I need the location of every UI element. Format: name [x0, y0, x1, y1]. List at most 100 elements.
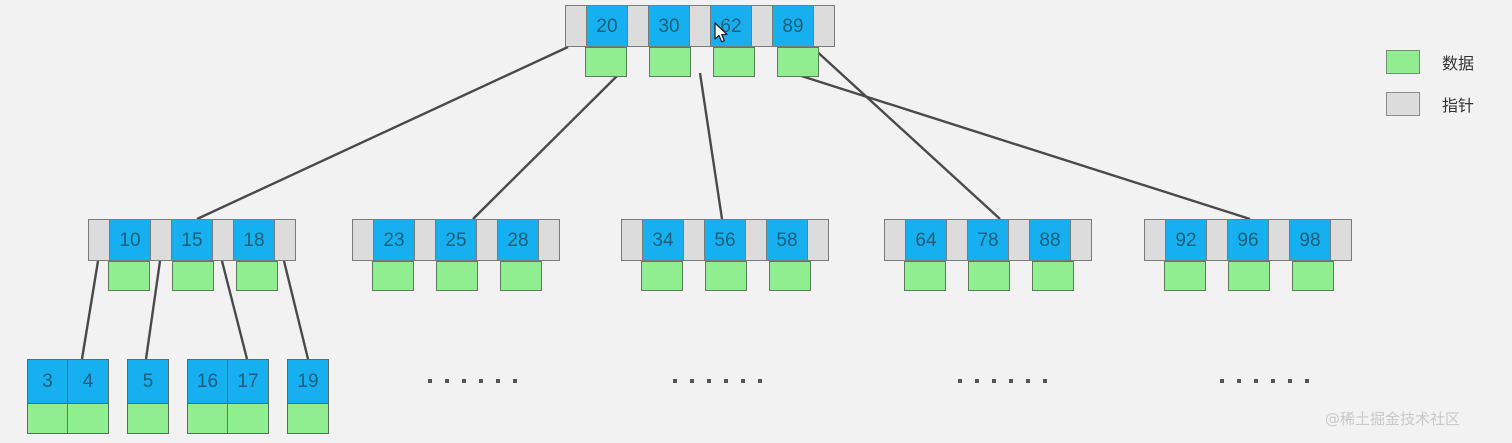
leaf-data-cell[interactable] — [28, 403, 68, 433]
leaf-key-cell[interactable]: 5 — [128, 360, 168, 403]
key-cell[interactable]: 62 — [710, 6, 752, 46]
leaf-data-cell[interactable] — [288, 403, 328, 433]
internal-node-4[interactable]: 64 78 88 — [884, 219, 1092, 291]
pointer-cell[interactable] — [885, 220, 905, 260]
legend: 数据指针 — [1386, 50, 1474, 134]
data-box[interactable] — [1032, 261, 1074, 291]
data-box[interactable] — [436, 261, 478, 291]
key-cell[interactable]: 89 — [772, 6, 814, 46]
leaf-key-cell[interactable]: 16 — [188, 360, 228, 403]
pointer-cell[interactable] — [628, 6, 648, 46]
leaf-node-4[interactable]: 19 — [287, 359, 329, 434]
data-box[interactable] — [649, 47, 691, 77]
ellipsis-dot — [1305, 379, 1309, 383]
internal-node-2[interactable]: 23 25 28 — [352, 219, 560, 291]
pointer-cell[interactable] — [1145, 220, 1165, 260]
data-box[interactable] — [777, 47, 819, 77]
internal-node-5[interactable]: 92 96 98 — [1144, 219, 1352, 291]
tree-edge — [791, 71, 1251, 221]
key-cell[interactable]: 78 — [967, 220, 1009, 260]
data-box[interactable] — [904, 261, 946, 291]
key-cell[interactable]: 96 — [1227, 220, 1269, 260]
key-cell[interactable]: 58 — [766, 220, 808, 260]
legend-item-gray: 指针 — [1386, 92, 1474, 116]
pointer-cell[interactable] — [622, 220, 642, 260]
data-box[interactable] — [1292, 261, 1334, 291]
pointer-cell[interactable] — [151, 220, 171, 260]
key-cell[interactable]: 64 — [905, 220, 947, 260]
ellipsis-dot — [479, 379, 483, 383]
data-box[interactable] — [641, 261, 683, 291]
pointer-cell[interactable] — [808, 220, 828, 260]
watermark: @稀土掘金技术社区 — [1325, 410, 1461, 428]
data-box[interactable] — [236, 261, 278, 291]
pointer-cell[interactable] — [690, 6, 710, 46]
pointer-cell[interactable] — [752, 6, 772, 46]
pointer-cell[interactable] — [814, 6, 834, 46]
data-box[interactable] — [705, 261, 747, 291]
pointer-cell[interactable] — [684, 220, 704, 260]
key-cell[interactable]: 20 — [586, 6, 628, 46]
key-cell[interactable]: 18 — [233, 220, 275, 260]
key-cell[interactable]: 23 — [373, 220, 415, 260]
pointer-cell[interactable] — [746, 220, 766, 260]
data-box[interactable] — [172, 261, 214, 291]
pointer-cell[interactable] — [1269, 220, 1289, 260]
leaf-key-cell[interactable]: 17 — [228, 360, 268, 403]
key-cell[interactable]: 28 — [497, 220, 539, 260]
pointer-cell[interactable] — [1009, 220, 1029, 260]
key-cell[interactable]: 25 — [435, 220, 477, 260]
pointer-cell[interactable] — [1071, 220, 1091, 260]
leaf-data-cell[interactable] — [128, 403, 168, 433]
data-box[interactable] — [372, 261, 414, 291]
key-cell[interactable]: 98 — [1289, 220, 1331, 260]
pointer-cell[interactable] — [566, 6, 586, 46]
internal-data-row — [352, 261, 560, 291]
key-cell[interactable]: 34 — [642, 220, 684, 260]
pointer-cell[interactable] — [539, 220, 559, 260]
leaf-data-cell[interactable] — [68, 403, 108, 433]
leaf-data-cell[interactable] — [228, 403, 268, 433]
data-box[interactable] — [1228, 261, 1270, 291]
leaf-key-cell[interactable]: 3 — [28, 360, 68, 403]
ellipsis-dot — [992, 379, 996, 383]
key-cell[interactable]: 30 — [648, 6, 690, 46]
internal-node-3[interactable]: 34 56 58 — [621, 219, 829, 291]
pointer-cell[interactable] — [415, 220, 435, 260]
pointer-cell[interactable] — [213, 220, 233, 260]
pointer-cell[interactable] — [1207, 220, 1227, 260]
leaf-data-row — [28, 403, 108, 433]
data-box[interactable] — [968, 261, 1010, 291]
leaf-data-cell[interactable] — [188, 403, 228, 433]
leaf-key-cell[interactable]: 4 — [68, 360, 108, 403]
key-cell[interactable]: 88 — [1029, 220, 1071, 260]
pointer-cell[interactable] — [1331, 220, 1351, 260]
key-cell[interactable]: 56 — [704, 220, 746, 260]
internal-key-row: 23 25 28 — [352, 219, 560, 261]
pointer-cell[interactable] — [947, 220, 967, 260]
legend-swatch-gray — [1386, 92, 1420, 116]
data-box[interactable] — [1164, 261, 1206, 291]
legend-label: 指针 — [1442, 96, 1475, 115]
tree-edge — [472, 72, 621, 220]
pointer-cell[interactable] — [275, 220, 295, 260]
data-box[interactable] — [585, 47, 627, 77]
data-box[interactable] — [500, 261, 542, 291]
leaf-node-2[interactable]: 5 — [127, 359, 169, 434]
leaf-key-cell[interactable]: 19 — [288, 360, 328, 403]
root-node[interactable]: 20 30 62 89 — [565, 5, 835, 77]
internal-node-1[interactable]: 10 15 18 — [88, 219, 296, 291]
data-box[interactable] — [713, 47, 755, 77]
ellipsis-dot — [1271, 379, 1275, 383]
ellipsis-dot — [673, 379, 677, 383]
pointer-cell[interactable] — [477, 220, 497, 260]
key-cell[interactable]: 15 — [171, 220, 213, 260]
data-box[interactable] — [108, 261, 150, 291]
data-box[interactable] — [769, 261, 811, 291]
pointer-cell[interactable] — [353, 220, 373, 260]
key-cell[interactable]: 10 — [109, 220, 151, 260]
key-cell[interactable]: 92 — [1165, 220, 1207, 260]
pointer-cell[interactable] — [89, 220, 109, 260]
